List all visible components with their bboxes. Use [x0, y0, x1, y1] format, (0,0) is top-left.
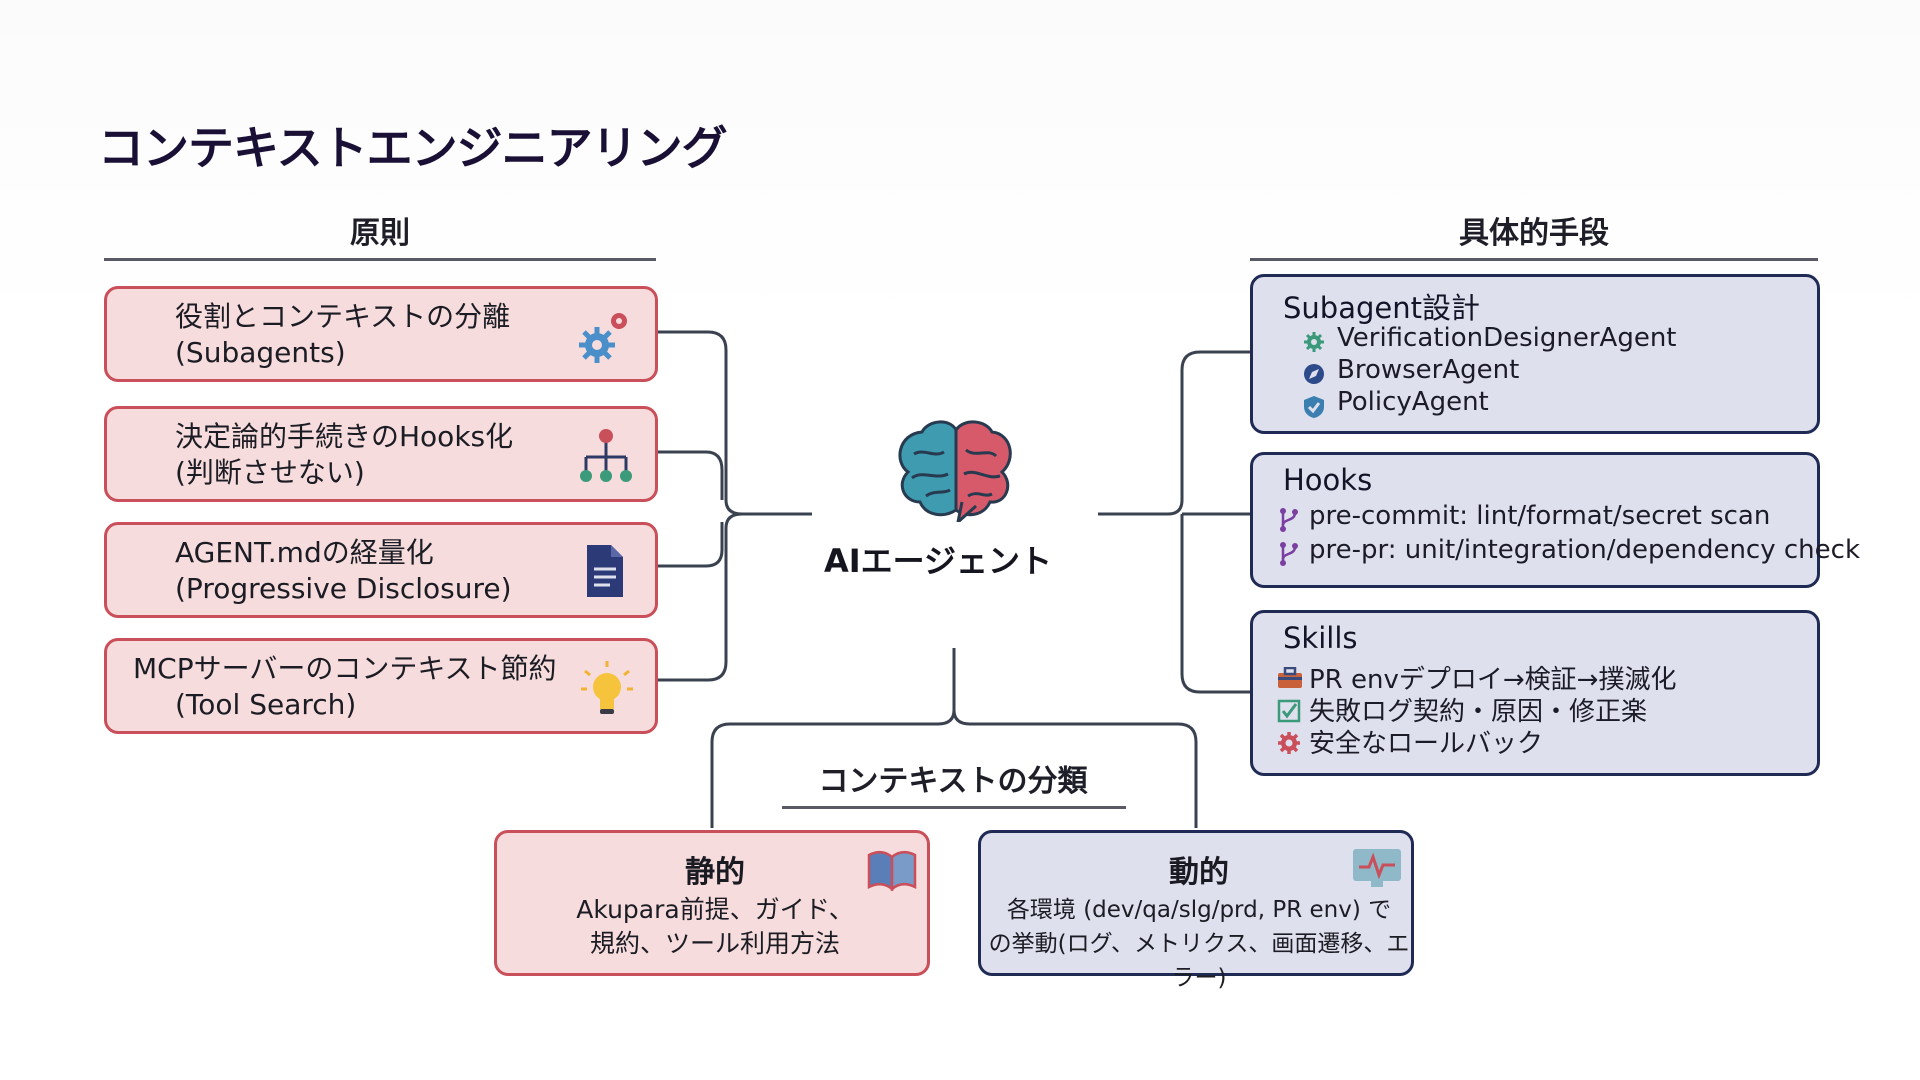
monitor-pulse-icon: [1353, 849, 1401, 887]
principle-text: 決定論的手続きのHooks化 (判断させない): [175, 420, 514, 489]
hooks-card: Hooks pre-commit: lint/format/secret sca…: [1250, 452, 1860, 588]
principles-heading: 原則: [350, 216, 410, 251]
document-icon: [587, 545, 623, 597]
briefcase-icon: [1278, 667, 1302, 688]
git-branch-icon: [1280, 542, 1298, 566]
connector-left-1: [658, 330, 812, 516]
connector-left-2: [658, 450, 724, 500]
connector-left-3: [658, 522, 724, 568]
hierarchy-icon: [580, 429, 632, 482]
means-heading: 具体的手段: [1459, 216, 1609, 251]
static-context-card: 静的 Akupara前提、ガイド、 規約、ツール利用方法: [494, 830, 930, 976]
principle-card: MCPサーバーのコンテキスト節約 (Tool Search): [104, 638, 658, 734]
dynamic-context-card: 動的 各環境 (dev/qa/slg/prd, PR env) で の挙動(ログ…: [978, 830, 1414, 991]
static-description: Akupara前提、ガイド、 規約、ツール利用方法: [576, 895, 854, 958]
subagent-title: Subagent設計: [1283, 291, 1480, 325]
ai-agent-label: AIエージェント: [823, 542, 1053, 580]
principles-divider: [104, 258, 656, 261]
skills-item: 安全なロールバック: [1309, 729, 1544, 759]
lightbulb-icon: [581, 661, 633, 714]
checkbox-icon: [1277, 699, 1301, 723]
brain-icon: [898, 420, 1012, 522]
gears-icon: [579, 313, 627, 363]
classification-divider: [782, 806, 1126, 809]
connector-bottom: [710, 648, 956, 828]
principle-text: 役割とコンテキストの分離 (Subagents): [175, 300, 511, 369]
static-title: 静的: [685, 855, 745, 890]
subagent-item: VerificationDesignerAgent: [1337, 323, 1677, 353]
principle-card: 役割とコンテキストの分離 (Subagents): [104, 286, 658, 382]
subagent-item: PolicyAgent: [1337, 387, 1489, 417]
subagent-item: BrowserAgent: [1337, 355, 1520, 385]
connector-bottom-right: [952, 709, 1198, 828]
skills-card: Skills PR envデプロイ→検証→撲滅化 失敗ログ契約・原因・修正楽 安…: [1250, 610, 1820, 776]
skills-item: PR envデプロイ→検証→撲滅化: [1309, 665, 1677, 695]
principle-card: AGENT.mdの経量化 (Progressive Disclosure): [104, 522, 658, 618]
connector-right-main: [1098, 350, 1250, 516]
skills-item: 失敗ログ契約・原因・修正楽: [1309, 697, 1648, 727]
connector-left-4: [658, 512, 743, 682]
skills-title: Skills: [1283, 621, 1358, 655]
git-branch-icon: [1280, 508, 1298, 532]
connector-right-skills: [1180, 514, 1250, 694]
means-divider: [1250, 258, 1818, 261]
gear-icon: [1278, 732, 1300, 754]
principle-text: AGENT.mdの経量化 (Progressive Disclosure): [175, 536, 512, 605]
subagent-card: Subagent設計 VerificationDesignerAgent Bro…: [1250, 274, 1820, 434]
book-icon: [867, 851, 917, 891]
hooks-title: Hooks: [1283, 463, 1373, 497]
shield-check-icon: [1304, 396, 1324, 418]
hooks-item: pre-commit: lint/format/secret scan: [1309, 501, 1771, 531]
classification-heading: コンテキストの分類: [818, 764, 1088, 799]
dynamic-title: 動的: [1169, 855, 1229, 890]
principle-card: 決定論的手続きのHooks化 (判断させない): [104, 406, 658, 502]
page-title: コンテキストエンジニアリング: [98, 121, 728, 175]
principle-text: MCPサーバーのコンテキスト節約 (Tool Search): [133, 652, 557, 721]
gear-icon: [1304, 332, 1324, 352]
dynamic-description: 各環境 (dev/qa/slg/prd, PR env) で の挙動(ログ、メト…: [988, 897, 1410, 991]
compass-icon: [1304, 364, 1324, 384]
hooks-item: pre-pr: unit/integration/dependency chec…: [1309, 535, 1861, 565]
